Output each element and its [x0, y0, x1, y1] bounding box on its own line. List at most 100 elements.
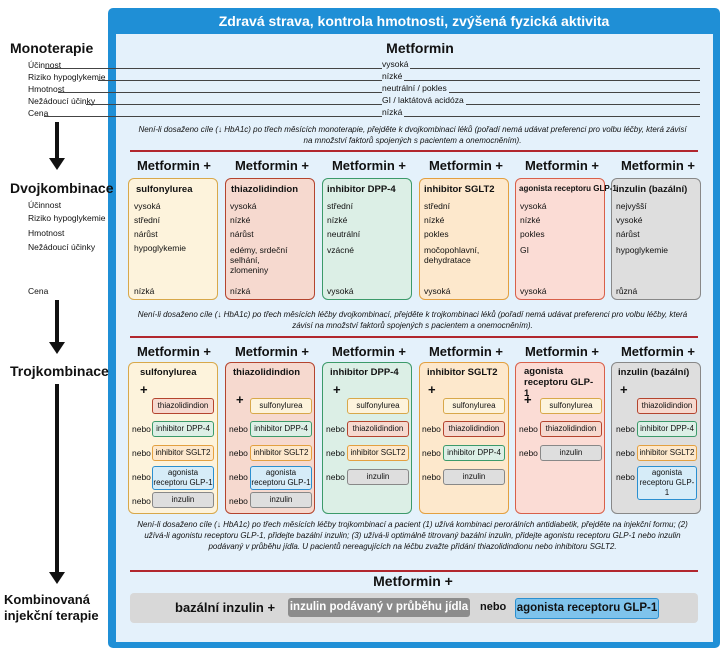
- triple-title: thiazolidindion: [233, 367, 301, 378]
- divider: [130, 570, 698, 572]
- triple-title: inhibitor DPP-4: [330, 367, 399, 378]
- nebo-label: nebo: [326, 424, 345, 434]
- row-label-ucinnost: Účinnost: [28, 60, 62, 70]
- triple-pill: inhibitor DPP-4: [152, 421, 214, 437]
- nebo-label: nebo: [132, 424, 151, 434]
- plus-sign: +: [524, 392, 532, 407]
- arrow-head: [49, 572, 65, 584]
- triple-col-header: Metformin +: [428, 344, 504, 359]
- triple-pill: agonista receptoru GLP-1: [152, 466, 214, 490]
- triple-box-glp1: [515, 362, 605, 514]
- dual-cell: hypoglykemie: [134, 243, 186, 253]
- dual-cell: nárůst: [616, 229, 640, 239]
- dual-cell: močopohlavní, dehydratace: [424, 245, 480, 265]
- triple-pill: inhibitor DPP-4: [637, 421, 697, 437]
- mono-value: nízká: [382, 107, 405, 117]
- dual-box-sglt2: [419, 178, 509, 300]
- triple-col-header: Metformin +: [331, 344, 407, 359]
- nebo-label: nebo: [132, 448, 151, 458]
- header-title: Zdravá strava, kontrola hmotnosti, zvýše…: [218, 13, 610, 29]
- triple-title: inzulin (bazální): [618, 367, 690, 378]
- triple-pill: inhibitor DPP-4: [443, 445, 505, 461]
- row-line: [44, 116, 700, 117]
- triple-pill: inzulin: [152, 492, 214, 508]
- arrow-head: [49, 342, 65, 354]
- dual-cell: nárůst: [230, 229, 254, 239]
- arrow-shaft: [55, 122, 59, 158]
- mono-value: GI / laktátová acidóza: [382, 95, 466, 105]
- plus-sign: +: [236, 392, 244, 407]
- nebo-label: nebo: [132, 472, 151, 482]
- nebo-label: nebo: [422, 448, 441, 458]
- row-label-hmotnost: Hmotnost: [28, 228, 65, 238]
- dual-cell: nízké: [424, 215, 445, 225]
- row-label-hmotnost: Hmotnost: [28, 84, 65, 94]
- dual-cell: střední: [424, 201, 450, 211]
- dual-cell: nárůst: [134, 229, 158, 239]
- triple-pill: inzulin: [347, 469, 409, 485]
- triple-col-header: Metformin +: [524, 344, 600, 359]
- dual-title: sulfonylurea: [136, 184, 193, 195]
- triple-pill: inzulin: [250, 492, 312, 508]
- dual-cell: nízké: [230, 215, 251, 225]
- dual-col-header: Metformin +: [428, 158, 504, 173]
- dual-title: agonista receptoru GLP-1: [519, 184, 617, 193]
- triple-pill: inhibitor SGLT2: [637, 445, 697, 461]
- nebo-label: nebo: [326, 472, 345, 482]
- note-mono: Není-li dosaženo cíle (↓ HbA1c) po třech…: [138, 125, 687, 145]
- dual-cell: GI: [520, 245, 529, 255]
- triple-title: inhibitor SGLT2: [427, 367, 498, 378]
- nebo-label: nebo: [229, 448, 248, 458]
- nebo-label: nebo: [616, 424, 635, 434]
- section-trojkombinace: Trojkombinace: [10, 363, 109, 379]
- dual-title: inzulin (bazální): [616, 184, 688, 195]
- dual-box-dpp4: [322, 178, 412, 300]
- row-line: [45, 68, 700, 69]
- nebo-label: nebo: [422, 472, 441, 482]
- divider: [130, 336, 698, 338]
- dual-title: inhibitor SGLT2: [424, 184, 495, 195]
- nebo-label: nebo: [229, 424, 248, 434]
- plus-sign: +: [140, 382, 148, 397]
- section-monoterapie: Monoterapie: [10, 40, 94, 56]
- triple-pill: inhibitor DPP-4: [250, 421, 312, 437]
- dual-cell: různá: [616, 286, 638, 296]
- triple-pill: sulfonylurea: [347, 398, 409, 414]
- dual-cell: neutrální: [327, 229, 361, 239]
- row-label-nezadouci: Nežádoucí účinky: [28, 96, 96, 106]
- triple-col-header: Metformin +: [620, 344, 696, 359]
- dual-cell: vysoká: [520, 286, 547, 296]
- arrow-head: [49, 158, 65, 170]
- plus-sign: +: [428, 382, 436, 397]
- dual-cell: pokles: [424, 229, 449, 239]
- divider: [130, 150, 698, 152]
- triple-pill: sulfonylurea: [540, 398, 602, 414]
- triple-title: sulfonylurea: [140, 367, 197, 378]
- triple-pill: thiazolidindion: [347, 421, 409, 437]
- nebo-label: nebo: [422, 424, 441, 434]
- triple-pill: thiazolidindion: [152, 398, 214, 414]
- arrow-shaft: [55, 384, 59, 572]
- dual-cell: nízké: [327, 215, 348, 225]
- dual-cell: vysoké: [616, 215, 643, 225]
- triple-pill: sulfonylurea: [250, 398, 312, 414]
- dual-cell: pokles: [520, 229, 545, 239]
- note-triple: Není-li dosaženo cíle (↓ HbA1c) po třech…: [137, 520, 688, 551]
- nebo-label: nebo: [519, 424, 538, 434]
- mono-value: neutrální / pokles: [382, 83, 449, 93]
- section-dvojkombinace: Dvojkombinace: [10, 180, 114, 196]
- dual-cell: nízké: [520, 215, 541, 225]
- dual-cell: edémy, srdeční selhání, zlomeniny: [230, 245, 288, 275]
- dual-cell: vzácné: [327, 245, 354, 255]
- inner-panel: [116, 34, 713, 642]
- triple-pill: inzulin: [443, 469, 505, 485]
- plus-sign: +: [333, 382, 341, 397]
- row-label-hypoglykemie: Riziko hypoglykemie: [28, 213, 106, 223]
- arrow-shaft: [55, 300, 59, 342]
- section-injekcni: Kombinovaná injekční terapie: [4, 592, 99, 623]
- triple-pill: inhibitor SGLT2: [152, 445, 214, 461]
- dual-box-glp1: [515, 178, 605, 300]
- triple-pill: thiazolidindion: [637, 398, 697, 414]
- dual-cell: vysoká: [134, 201, 161, 211]
- triple-pill: inhibitor SGLT2: [250, 445, 312, 461]
